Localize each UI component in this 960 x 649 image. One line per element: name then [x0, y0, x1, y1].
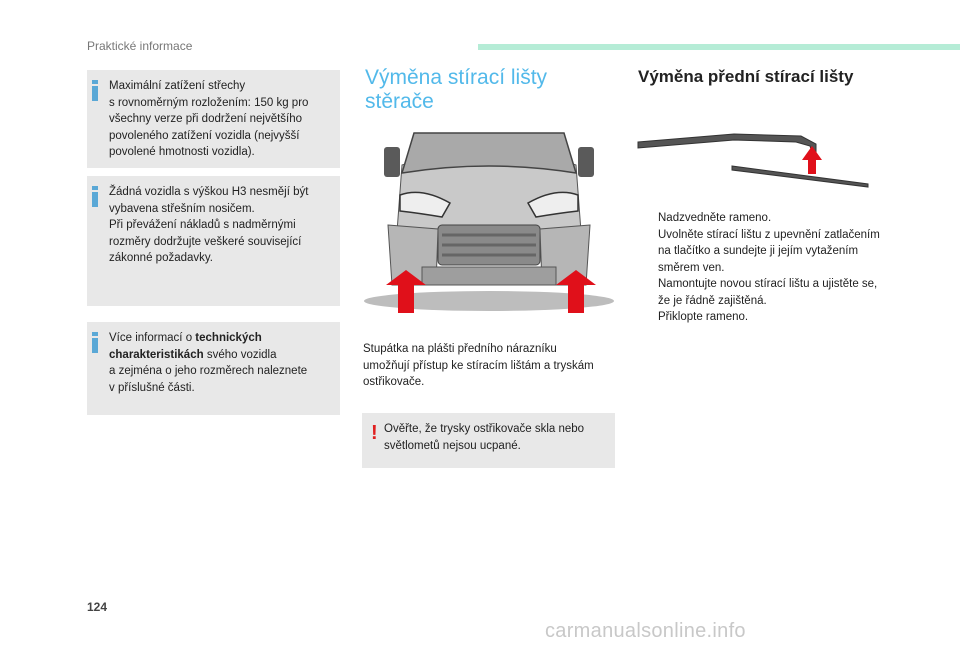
step-text: Přiklopte rameno. — [658, 311, 749, 323]
title-line: stěrače — [365, 90, 434, 113]
warning-icon: ! — [371, 422, 378, 444]
note-line: v příslušné části. — [109, 381, 195, 394]
info-icon — [92, 332, 98, 353]
note-text: Více informací o — [109, 332, 196, 344]
van-front-illustration — [364, 132, 614, 313]
step-text: Uvolněte stírací lištu z upevnění zatlač… — [658, 228, 880, 241]
front-wiper-title: Výměna přední stírací lišty — [638, 67, 854, 86]
watermark: carmanualsonline.info — [545, 620, 746, 642]
step-text: na tlačítko a sundejte ji jejím vytažení… — [658, 245, 859, 257]
info-note-h3-roof-rack: Žádná vozidla s výškou H3 nesmějí být vy… — [87, 176, 340, 306]
note-line: Při převážení nákladů s nadměrnými — [109, 219, 296, 231]
step-item: Uvolněte stírací lištu z upevnění zatlač… — [640, 227, 900, 277]
info-icon — [92, 80, 98, 101]
body-line: umožňují přístup ke stíracím lištám a tr… — [363, 359, 594, 372]
warning-note-washer-jets: ! Ověřte, že trysky ostřikovače skla neb… — [362, 413, 615, 468]
wiper-blade-title: Výměna stírací lišty stěrače — [365, 66, 595, 114]
note-text: svého vozidla — [203, 348, 277, 361]
info-icon — [92, 186, 98, 207]
note-line: vybavena střešním nosičem. — [109, 202, 255, 215]
step-arrow-left — [386, 270, 426, 313]
title-line: Výměna stírací lišty — [365, 66, 548, 89]
step-item: Nadzvedněte rameno. — [640, 210, 900, 227]
step-item: Namontujte novou stírací lištu a ujistět… — [640, 276, 900, 309]
note-line: všechny verze při dodržení největšího — [109, 113, 303, 125]
warning-line: světlometů nejsou ucpané. — [384, 439, 521, 452]
info-note-roof-load: Maximální zatížení střechy s rovnoměrným… — [87, 70, 340, 168]
step-text: Namontujte novou stírací lištu a ujistět… — [658, 278, 878, 290]
body-line: Stupátka na plášti předního nárazníku — [363, 343, 557, 355]
note-line: povolené hmotnosti vozidla). — [109, 146, 255, 158]
step-text: směrem ven. — [658, 261, 725, 274]
note-link-text: charakteristikách — [109, 348, 204, 361]
info-note-technical-characteristics: Více informací o technických charakteris… — [87, 322, 340, 415]
note-line: a zejména o jeho rozměrech naleznete — [109, 365, 308, 377]
lift-arrow — [802, 146, 822, 174]
wiper-replacement-steps: Nadzvedněte rameno. Uvolněte stírací liš… — [640, 210, 900, 326]
body-line: ostřikovače. — [363, 376, 425, 388]
page-number: 124 — [87, 600, 108, 614]
note-line: Maximální zatížení střechy — [109, 80, 246, 92]
note-line: zákonné požadavky. — [109, 252, 213, 264]
step-text: Nadzvedněte rameno. — [658, 212, 772, 224]
note-link-text: technických — [195, 332, 262, 344]
step-arrow-right — [556, 270, 596, 313]
note-line: Žádná vozidla s výškou H3 nesmějí být — [109, 186, 309, 198]
bumper-steps-text: Stupátka na plášti předního nárazníku um… — [363, 341, 623, 391]
note-line: s rovnoměrným rozložením: 150 kg pro — [109, 96, 309, 109]
section-label: Praktické informace — [87, 39, 193, 53]
section-accent-bar — [478, 44, 960, 50]
wiper-blade-illustration — [637, 133, 869, 188]
note-line: povoleného zatížení vozidla (nejvyšší — [109, 129, 300, 142]
step-item: Přiklopte rameno. — [640, 309, 900, 326]
warning-line: Ověřte, že trysky ostřikovače skla nebo — [384, 423, 585, 435]
step-text: že je řádně zajištěná. — [658, 294, 767, 307]
note-line: rozměry dodržujte veškeré související — [109, 235, 302, 248]
